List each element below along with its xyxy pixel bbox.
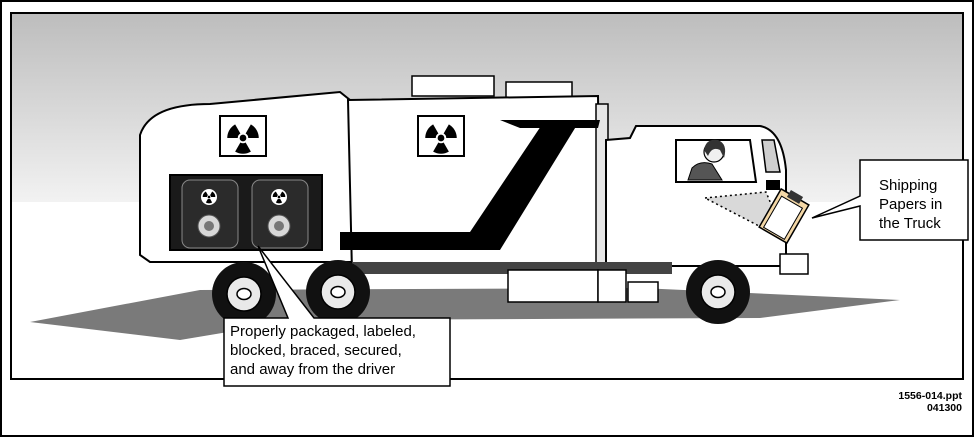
footer-file: 1556-014.ppt <box>898 390 962 402</box>
callout-papers-text: Shipping Papers in the Truck <box>879 176 942 233</box>
side-mirror <box>766 180 780 190</box>
callout-cargo-line: blocked, braced, secured, <box>230 341 416 360</box>
wheel-rear-2 <box>306 260 370 324</box>
battery-box <box>628 282 658 302</box>
callout-cargo-text: Properly packaged, labeled, blocked, bra… <box>230 322 416 379</box>
wheel-rear-1 <box>212 262 276 326</box>
callout-cargo-line: and away from the driver <box>230 360 416 379</box>
callout-papers-line: Shipping <box>879 176 942 195</box>
package-2 <box>252 180 308 248</box>
front-bumper <box>780 254 808 274</box>
wheel-front <box>686 260 750 324</box>
footer-reference: 1556-014.ppt 041300 <box>898 390 962 414</box>
callout-papers-line: Papers in <box>879 195 942 214</box>
callout-cargo-line: Properly packaged, labeled, <box>230 322 416 341</box>
fuel-tank <box>508 270 598 302</box>
footer-date: 041300 <box>898 402 962 414</box>
step-box <box>598 270 626 302</box>
callout-papers-line: the Truck <box>879 214 942 233</box>
roof-vent-1 <box>412 76 494 96</box>
package-1 <box>182 180 238 248</box>
